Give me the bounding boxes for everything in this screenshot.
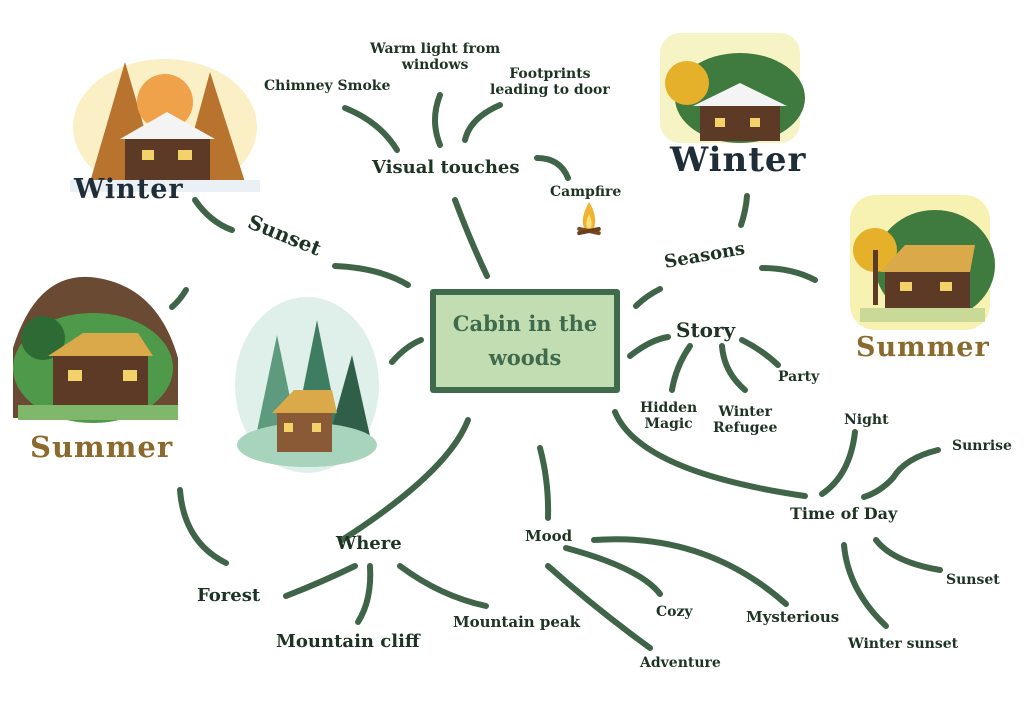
node-mood[interactable]: Mood <box>525 527 573 545</box>
connector-sunset <box>332 263 411 288</box>
winter-refugee-line2: Refugee <box>713 420 778 437</box>
node-campfire[interactable]: Campfire <box>550 184 622 200</box>
node-mountain-cliff[interactable]: Mountain cliff <box>276 631 420 652</box>
central-topic-box[interactable]: Cabin in the woods <box>430 289 620 393</box>
winter-refugee-line1: Winter <box>718 404 773 420</box>
node-visual-touches[interactable]: Visual touches <box>372 157 520 178</box>
connector-adventure <box>545 563 653 651</box>
forest-cabin-illustration <box>235 297 379 473</box>
footprints-line1: Footprints <box>509 66 591 82</box>
warm-light-line1: Warm light from <box>370 41 501 57</box>
node-sunrise[interactable]: Sunrise <box>952 438 1012 454</box>
node-time-of-day[interactable]: Time of Day <box>790 504 898 523</box>
connector-summer-left <box>169 287 189 310</box>
connector-hidden-magic <box>669 343 693 393</box>
connector-center-seasons <box>633 286 663 309</box>
connector-mysterious <box>591 536 789 607</box>
node-where[interactable]: Where <box>336 533 402 554</box>
node-cozy[interactable]: Cozy <box>656 604 693 620</box>
label-winter-topright: Winter <box>670 140 807 180</box>
central-topic-line2: woods <box>488 345 562 370</box>
connector-visual-center <box>452 197 490 279</box>
node-mountain-peak[interactable]: Mountain peak <box>453 613 581 631</box>
winter-cabin-illustration-topright <box>660 33 805 143</box>
label-summer-right: Summer <box>856 332 990 363</box>
connector-mountain-peak <box>397 563 489 609</box>
node-chimney-smoke[interactable]: Chimney Smoke <box>264 78 391 94</box>
label-winter-topleft: Winter <box>74 174 184 205</box>
connector-center-where <box>339 417 471 543</box>
node-night[interactable]: Night <box>844 412 889 428</box>
connector-winter-sunset <box>192 197 235 233</box>
central-topic-line1: Cabin in the <box>452 311 598 337</box>
connector-chimney <box>342 105 400 153</box>
connector-summer-forest <box>177 487 229 566</box>
hidden-magic-line1: Hidden <box>640 400 698 416</box>
hidden-magic-line2: Magic <box>644 416 693 433</box>
connector-mountain-cliff <box>355 563 374 625</box>
connector-night <box>819 429 858 497</box>
connector-image-center <box>389 337 424 365</box>
connector-cozy <box>563 545 663 597</box>
connector-seasons-winter <box>738 193 750 228</box>
connector-center-time <box>612 409 808 499</box>
campfire-icon <box>577 202 601 236</box>
connector-center-mood <box>537 445 552 521</box>
connector-campfire <box>534 155 571 181</box>
node-forest[interactable]: Forest <box>197 585 261 606</box>
label-summer-left: Summer <box>30 430 174 464</box>
winter-cabin-illustration-topleft <box>70 59 260 192</box>
summer-cabin-illustration-left <box>13 276 178 423</box>
connector-forest <box>283 563 358 599</box>
connector-footprints <box>462 102 503 143</box>
node-sunset-time[interactable]: Sunset <box>946 572 1000 588</box>
warm-light-line2: windows <box>401 57 469 74</box>
node-party[interactable]: Party <box>778 369 820 385</box>
summer-cabin-illustration-right <box>850 195 995 330</box>
node-winter-sunset[interactable]: Winter sunset <box>848 636 959 652</box>
connector-party <box>739 337 781 368</box>
connector-warm-light <box>432 92 443 148</box>
footprints-line2: leading to door <box>490 82 610 99</box>
node-adventure[interactable]: Adventure <box>640 655 721 671</box>
connector-winter-sunset-time <box>841 542 889 629</box>
connector-sunset-time <box>873 537 943 573</box>
connector-winter-refugee <box>719 343 748 393</box>
connector-sunrise <box>861 447 941 500</box>
node-mysterious[interactable]: Mysterious <box>746 608 840 626</box>
connector-seasons-summer <box>759 265 818 283</box>
node-story[interactable]: Story <box>676 318 736 342</box>
connector-center-story <box>627 334 671 359</box>
